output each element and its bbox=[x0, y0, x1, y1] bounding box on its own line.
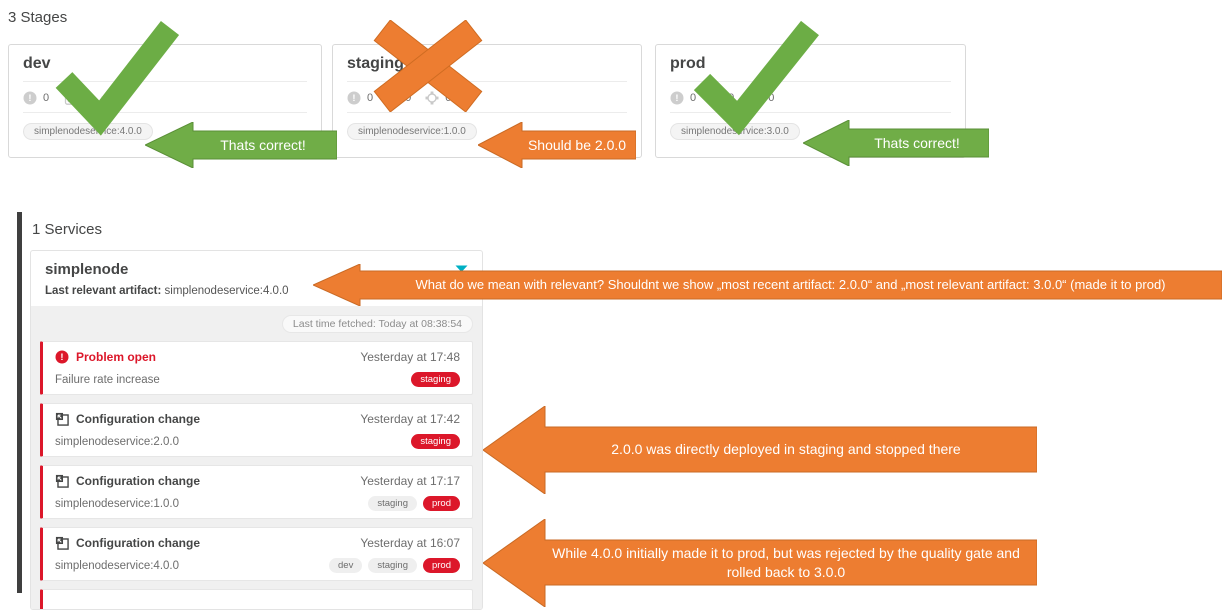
block-arrow-left-icon bbox=[483, 406, 1037, 494]
event-time: Yesterday at 17:17 bbox=[360, 473, 460, 488]
services-section-title: 1 Services bbox=[32, 221, 103, 238]
stage-artifact-tag: simplenodeservice:1.0.0 bbox=[347, 123, 477, 140]
event-card-config-change[interactable]: Configuration change Yesterday at 17:42 … bbox=[40, 403, 473, 457]
stage-badge: prod bbox=[422, 558, 460, 573]
event-detail: simplenodeservice:2.0.0 bbox=[55, 435, 180, 448]
deployment-icon bbox=[425, 91, 439, 104]
event-title: ! Problem open bbox=[55, 350, 156, 364]
dev-check-icon bbox=[50, 18, 185, 136]
problems-stat: ! 0 bbox=[347, 91, 373, 105]
annotation-text: While 4.0.0 initially made it to prod, b… bbox=[552, 545, 1020, 580]
configuration-change-icon bbox=[55, 474, 69, 488]
problems-stat: ! 0 bbox=[670, 91, 696, 105]
stage-badge: prod bbox=[422, 496, 460, 511]
problem-open-icon: ! bbox=[55, 350, 69, 363]
last-fetched-badge: Last time fetched: Today at 08:38:54 bbox=[281, 315, 473, 333]
stage-title: staging bbox=[347, 55, 627, 82]
service-artifact-line: Last relevant artifact: simplenodeservic… bbox=[45, 285, 468, 297]
event-badges: staging prod bbox=[362, 496, 460, 511]
staging-cross-icon bbox=[370, 20, 486, 112]
configuration-change-icon bbox=[55, 412, 69, 426]
stage-badge: staging bbox=[411, 434, 460, 449]
event-title: Configuration change bbox=[55, 536, 200, 550]
event-time: Yesterday at 17:48 bbox=[360, 349, 460, 364]
problems-count: 0 bbox=[690, 91, 697, 104]
block-arrow-left-icon bbox=[145, 122, 337, 168]
approvals-count: 0 bbox=[768, 91, 775, 104]
event-detail: simplenodeservice:1.0.0 bbox=[55, 497, 180, 510]
event-detail: Failure rate increase bbox=[55, 373, 160, 386]
stage-title: prod bbox=[670, 55, 951, 82]
artifact-label: Last relevant artifact: bbox=[45, 285, 162, 297]
stage-title: dev bbox=[23, 55, 307, 82]
event-badges: staging bbox=[405, 434, 460, 449]
svg-text:!: ! bbox=[352, 93, 355, 104]
event-card-problem[interactable]: ! Problem open Yesterday at 17:48 Failur… bbox=[40, 341, 473, 395]
service-name: simplenode bbox=[45, 261, 129, 278]
block-arrow-left-icon bbox=[483, 519, 1037, 607]
stage-tag-row: simplenodeservice:1.0.0 bbox=[347, 113, 627, 140]
stage-badge: dev bbox=[329, 558, 363, 573]
annotation-text: Should be 2.0.0 bbox=[527, 136, 627, 153]
event-card-config-change[interactable]: Configuration change Yesterday at 16:07 … bbox=[40, 527, 473, 581]
event-title: Configuration change bbox=[55, 412, 200, 426]
relevant-artifact-question-arrow: What do we mean with relevant? Shouldnt … bbox=[313, 264, 1222, 306]
staging-should-be-arrow: Should be 2.0.0 bbox=[478, 122, 636, 168]
prod-correct-arrow: Thats correct! bbox=[803, 120, 989, 166]
configuration-change-icon bbox=[55, 536, 69, 550]
event-badges: staging bbox=[405, 372, 460, 387]
problems-count: 0 bbox=[43, 91, 50, 104]
dev-correct-arrow: Thats correct! bbox=[145, 122, 337, 168]
stage-badge: staging bbox=[411, 372, 460, 387]
event-time: Yesterday at 17:42 bbox=[360, 411, 460, 426]
problems-count: 0 bbox=[367, 91, 374, 104]
problems-stat: ! 0 bbox=[23, 91, 49, 105]
block-arrow-left-icon bbox=[478, 122, 636, 168]
event-card-partial[interactable] bbox=[40, 589, 473, 609]
annotation-text: What do we mean with relevant? Shouldnt … bbox=[415, 276, 1166, 292]
svg-text:!: ! bbox=[28, 93, 31, 104]
event-detail: simplenodeservice:4.0.0 bbox=[55, 559, 180, 572]
annotation-text: 2.0.0 was directly deployed in staging a… bbox=[611, 441, 961, 458]
svg-text:!: ! bbox=[675, 93, 678, 104]
event-badges: dev staging prod bbox=[323, 558, 460, 573]
problem-icon: ! bbox=[347, 91, 361, 104]
event-card-config-change[interactable]: Configuration change Yesterday at 17:17 … bbox=[40, 465, 473, 519]
fetched-row: Last time fetched: Today at 08:38:54 bbox=[40, 314, 473, 333]
annotation-text: Thats correct! bbox=[220, 136, 306, 153]
svg-text:!: ! bbox=[60, 352, 63, 363]
event-time: Yesterday at 16:07 bbox=[360, 535, 460, 550]
stage-badge: staging bbox=[368, 558, 417, 573]
annotation-text: Thats correct! bbox=[874, 134, 960, 151]
staging-deploy-note-arrow: 2.0.0 was directly deployed in staging a… bbox=[483, 406, 1037, 494]
service-card-simplenode[interactable]: simplenode Last relevant artifact: simpl… bbox=[30, 250, 483, 610]
filter-funnel-icon[interactable] bbox=[455, 263, 468, 281]
event-title: Configuration change bbox=[55, 474, 200, 488]
event-list: Last time fetched: Today at 08:38:54 ! P… bbox=[31, 306, 482, 609]
stage-artifact-tag: simplenodeservice:4.0.0 bbox=[23, 123, 153, 140]
service-header: simplenode Last relevant artifact: simpl… bbox=[31, 251, 482, 306]
prod-check-icon bbox=[686, 18, 821, 136]
block-arrow-left-icon bbox=[313, 264, 1222, 306]
stage-tag-row: simplenodeservice:4.0.0 bbox=[23, 113, 307, 140]
stages-section-title: 3 Stages bbox=[8, 9, 68, 26]
section-divider-bar bbox=[17, 212, 22, 593]
prod-rollback-note-arrow: While 4.0.0 initially made it to prod, b… bbox=[483, 519, 1037, 607]
stage-badge: staging bbox=[368, 496, 417, 511]
artifact-value: simplenodeservice:4.0.0 bbox=[164, 285, 289, 297]
problem-icon: ! bbox=[670, 91, 684, 104]
block-arrow-left-icon bbox=[803, 120, 989, 166]
problem-icon: ! bbox=[23, 91, 37, 104]
